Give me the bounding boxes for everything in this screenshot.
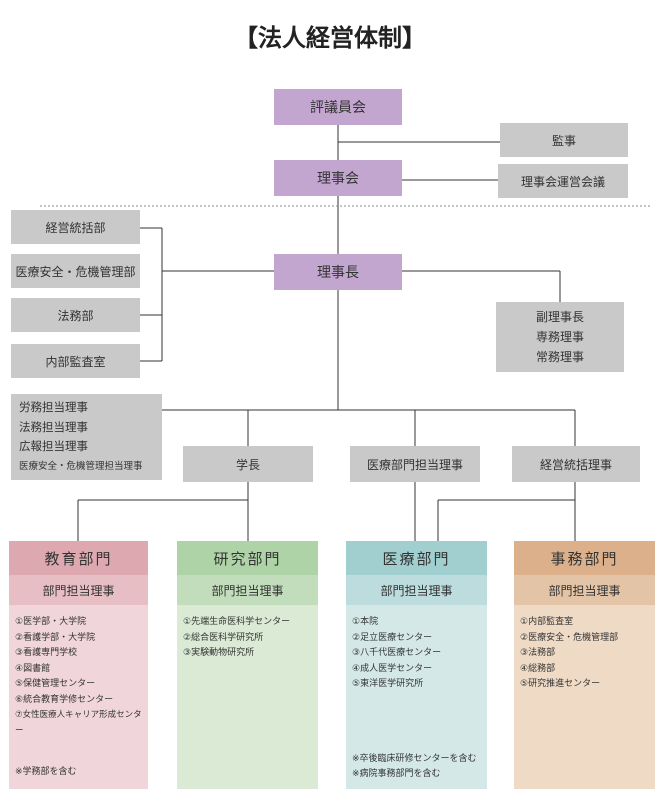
- dept-education-sub: 部門担当理事: [9, 575, 148, 605]
- president-box: 学長: [183, 446, 313, 482]
- dept-education-body: ①医学部・大学院 ②看護学部・大学院 ③看護専門学校 ④図書館 ⑤保健管理センタ…: [9, 605, 148, 789]
- dept-medical-body: ①本院 ②足立医療センター ③八千代医療センター ④成人医学センター ⑤東洋医学…: [346, 605, 487, 789]
- dept-medical-head: 医療部門: [346, 541, 487, 575]
- director-labor: 労務担当理事: [19, 400, 88, 414]
- list-item: ①医学部・大学院: [15, 617, 87, 627]
- list-item: ⑦女性医療人キャリア形成センター: [15, 710, 142, 736]
- auditor-box: 監事: [500, 123, 628, 157]
- dept-education-note: ※学務部を含む: [15, 767, 77, 777]
- unit-audit: 内部監査室: [11, 344, 140, 378]
- chairman-box: 理事長: [274, 254, 402, 290]
- senior-director: 専務理事: [535, 330, 584, 344]
- board-box: 理事会: [274, 160, 402, 196]
- dept-research-body: ①先端生命医科学センター ②総合医科学研究所 ③実験動物研究所: [177, 605, 318, 789]
- medical-director-box: 医療部門担当理事: [350, 446, 480, 482]
- vice-box: 副理事長 専務理事 常務理事: [496, 302, 624, 372]
- list-item: ①先端生命医科学センター: [183, 617, 291, 627]
- list-item: ⑤東洋医学研究所: [352, 679, 424, 689]
- list-item: ②医療安全・危機管理部: [520, 632, 619, 643]
- unit-safety: 医療安全・危機管理部: [11, 254, 140, 288]
- list-item: ⑤研究推進センター: [520, 679, 601, 689]
- director-pr: 広報担当理事: [19, 439, 88, 453]
- dept-medical-sub: 部門担当理事: [346, 575, 487, 605]
- dept-medical-note-2: ※病院事務部門を含む: [352, 769, 441, 779]
- dept-research-head: 研究部門: [177, 541, 318, 575]
- director-legal: 法務担当理事: [19, 419, 88, 434]
- list-item: ⑥統合教育学修センター: [15, 694, 114, 705]
- vice-chairman: 副理事長: [535, 310, 584, 324]
- council-box: 評議員会: [274, 89, 402, 125]
- unit-legal: 法務部: [11, 298, 140, 332]
- list-item: ②看護学部・大学院: [15, 632, 96, 643]
- list-item: ①内部監査室: [520, 617, 574, 627]
- list-item: ④成人医学センター: [352, 663, 433, 674]
- dept-office-body: ①内部監査室 ②医療安全・危機管理部 ③法務部 ④総務部 ⑤研究推進センター: [514, 605, 655, 789]
- list-item: ③実験動物研究所: [183, 648, 255, 658]
- dept-medical-note-1: ※卒後臨床研修センターを含む: [352, 754, 477, 764]
- list-item: ②足立医療センター: [352, 632, 433, 643]
- director-safety: 医療安全・危機管理担当理事: [19, 460, 143, 472]
- management-director-box: 経営統括理事: [512, 446, 640, 482]
- list-item: ③法務部: [520, 648, 556, 658]
- unit-management: 経営統括部: [11, 210, 140, 244]
- list-item: ②総合医科学研究所: [183, 632, 264, 643]
- list-item: ③看護専門学校: [15, 648, 78, 658]
- list-item: ④総務部: [520, 663, 556, 674]
- dept-office-sub: 部門担当理事: [514, 575, 655, 605]
- dept-education-head: 教育部門: [9, 541, 148, 575]
- board-meeting-box: 理事会運営会議: [498, 164, 628, 198]
- list-item: ③八千代医療センター: [352, 648, 442, 658]
- left-directors-box: 労務担当理事 法務担当理事 広報担当理事 医療安全・危機管理担当理事: [11, 394, 162, 480]
- dept-office-head: 事務部門: [514, 541, 655, 575]
- list-item: ①本院: [352, 617, 379, 627]
- list-item: ④図書館: [15, 663, 51, 674]
- managing-director: 常務理事: [535, 350, 584, 364]
- dept-research-sub: 部門担当理事: [177, 575, 318, 605]
- page-title: 【法人経営体制】: [234, 24, 426, 52]
- list-item: ⑤保健管理センター: [15, 679, 96, 689]
